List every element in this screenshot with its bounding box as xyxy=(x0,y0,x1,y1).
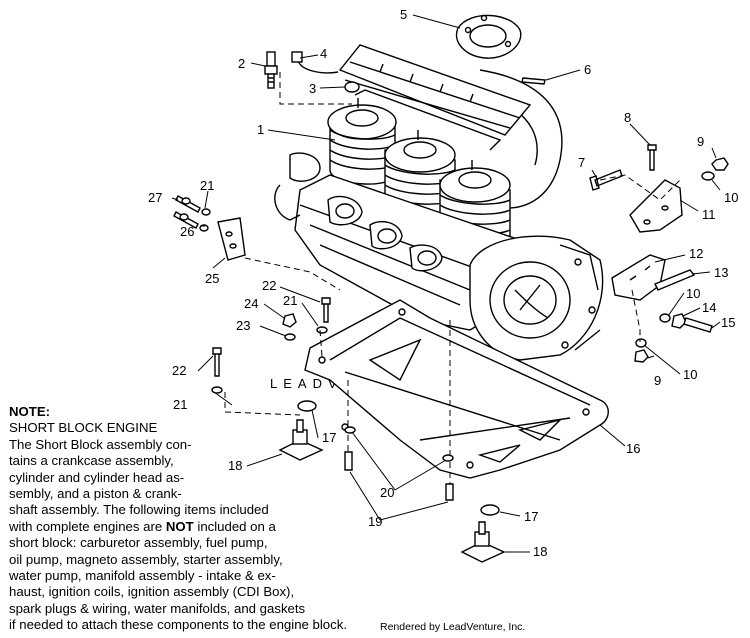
note-line: oil pump, magneto assembly, starter asse… xyxy=(9,551,283,567)
bolt-15 xyxy=(683,317,713,333)
leader-lines xyxy=(171,14,721,553)
note-line: cylinder and cylinder head as- xyxy=(9,469,185,485)
callout-25: 25 xyxy=(205,271,219,286)
callout-26: 26 xyxy=(180,224,194,239)
callout-4: 4 xyxy=(320,46,327,61)
note-text: with complete engines are xyxy=(9,518,166,534)
callout-13: 13 xyxy=(714,265,728,280)
washer-10 xyxy=(701,171,715,181)
bolt-7 xyxy=(589,169,623,191)
short-block-note: NOTE: SHORT BLOCK ENGINE The Short Block… xyxy=(9,404,389,634)
gasket xyxy=(455,14,522,59)
bolt-19a xyxy=(344,451,353,471)
callout-10c: 10 xyxy=(683,367,697,382)
washer-20a xyxy=(344,426,356,434)
note-line: haust, ignition coils, ignition assembly… xyxy=(9,584,295,600)
key xyxy=(521,77,546,85)
callout-18b: 18 xyxy=(533,544,547,559)
washer-21b xyxy=(316,326,328,334)
callout-2: 2 xyxy=(238,56,245,71)
mounting-plate xyxy=(304,299,609,479)
nut-9 xyxy=(711,157,729,171)
callout-9b: 9 xyxy=(654,373,661,388)
callout-19: 19 xyxy=(368,514,382,529)
note-line: SHORT BLOCK ENGINE xyxy=(9,420,158,436)
note-line: sembly, and a piston & crank- xyxy=(9,486,182,502)
callout-labels: 1 2 3 4 5 6 7 8 9 9 10 10 10 11 12 13 14… xyxy=(148,7,738,559)
ignition-wire xyxy=(291,51,360,93)
callout-12: 12 xyxy=(689,246,703,261)
note-line: with complete engines are NOT included o… xyxy=(9,519,389,535)
callout-16: 16 xyxy=(626,441,640,456)
washer-10b xyxy=(659,313,671,323)
callout-22a: 22 xyxy=(262,278,276,293)
callout-24: 24 xyxy=(244,296,258,311)
nut-9b xyxy=(634,349,649,363)
callout-20: 20 xyxy=(380,485,394,500)
callout-10b: 10 xyxy=(686,286,700,301)
note-emphasis: NOT xyxy=(165,518,194,534)
washer-10c xyxy=(635,338,647,348)
bolt-22b xyxy=(212,347,222,377)
bolt-8 xyxy=(647,144,657,171)
callout-27: 27 xyxy=(148,190,162,205)
callout-7: 7 xyxy=(578,155,585,170)
callout-3: 3 xyxy=(309,81,316,96)
note-title: NOTE: xyxy=(9,404,51,419)
render-credit: Rendered by LeadVenture, Inc. xyxy=(380,621,526,633)
bracket-11 xyxy=(629,179,683,233)
note-line: water pump, manifold assembly - intake &… xyxy=(9,568,276,584)
callout-21b: 21 xyxy=(283,293,297,308)
washer-21c xyxy=(211,386,223,394)
washer-23 xyxy=(284,333,296,341)
callout-5: 5 xyxy=(400,7,407,22)
callout-21a: 21 xyxy=(200,178,214,193)
callout-23: 23 xyxy=(236,318,250,333)
spacer-13 xyxy=(654,269,696,291)
bolt-19b xyxy=(445,483,454,501)
engine-block xyxy=(274,44,604,361)
washer-17b xyxy=(480,504,500,516)
note-line: shaft assembly. The following items incl… xyxy=(9,502,269,518)
callout-15: 15 xyxy=(721,315,735,330)
callout-22b: 22 xyxy=(172,363,186,378)
callout-17b: 17 xyxy=(524,509,538,524)
callout-9a: 9 xyxy=(697,134,704,149)
bolt-22a xyxy=(321,297,331,323)
callout-6: 6 xyxy=(584,62,591,77)
callout-8: 8 xyxy=(624,110,631,125)
note-line: spark plugs & wiring, water manifolds, a… xyxy=(9,600,306,616)
note-line: The Short Block assembly con- xyxy=(9,436,192,452)
note-line: if needed to attach these components to … xyxy=(9,617,347,633)
nut-24 xyxy=(282,313,297,328)
callout-11: 11 xyxy=(702,207,716,222)
callout-21c: 21 xyxy=(173,397,187,412)
mount-18b xyxy=(460,521,506,563)
note-line: short block: carburetor assembly, fuel p… xyxy=(9,535,268,551)
callout-10a: 10 xyxy=(724,190,738,205)
callout-17a: 17 xyxy=(322,430,336,445)
callout-18a: 18 xyxy=(228,458,242,473)
callout-1: 1 xyxy=(257,122,264,137)
spark-plug xyxy=(264,51,278,89)
nut-14 xyxy=(671,313,687,329)
washer-20b xyxy=(442,454,454,462)
washer-17a xyxy=(297,400,317,412)
mount-18a xyxy=(278,419,324,461)
note-line: tains a crankcase assembly, xyxy=(9,453,174,469)
callout-14: 14 xyxy=(702,300,716,315)
bracket-25 xyxy=(217,217,246,261)
note-text: included on a xyxy=(193,518,276,534)
